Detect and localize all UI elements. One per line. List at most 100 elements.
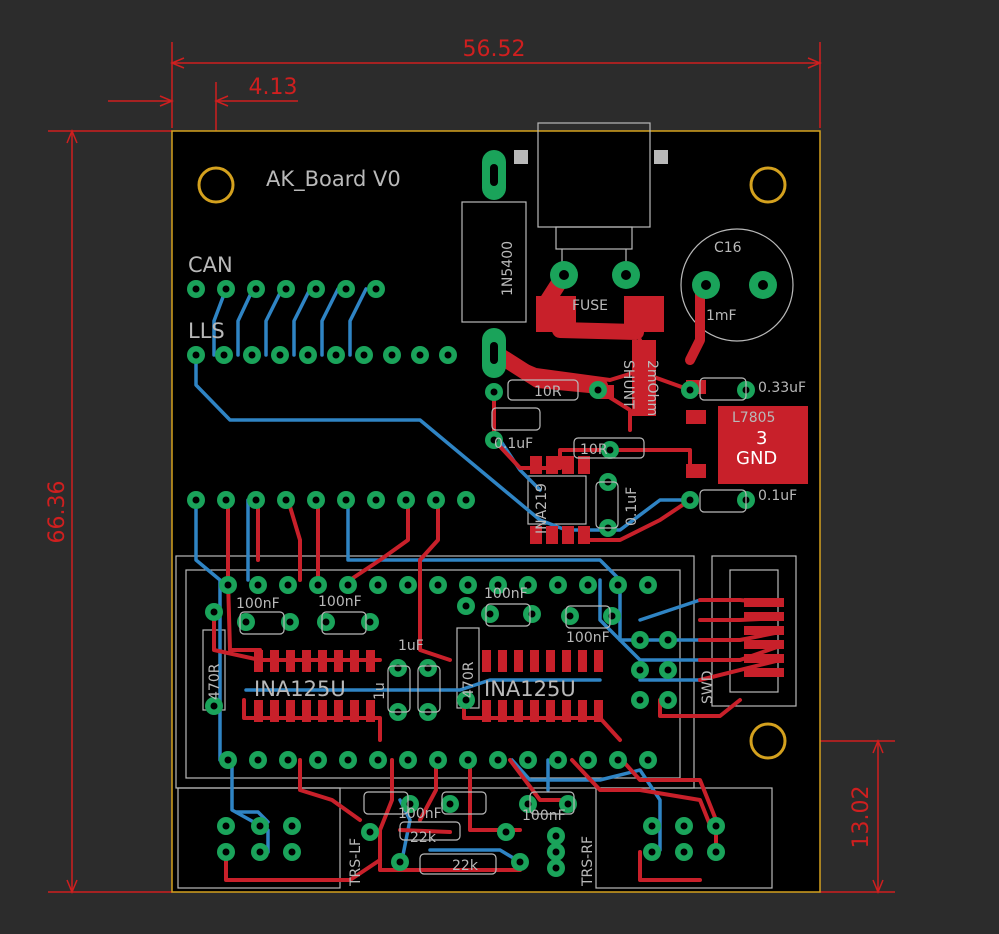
cap-033-label: 0.33uF (758, 380, 806, 396)
lls-header-label: LLS (188, 319, 225, 343)
mounting-hole-top-right (749, 166, 787, 204)
cap-01-right-label: 0.1uF (758, 488, 797, 504)
cap-100nf-label-3: 100nF (484, 586, 528, 602)
arduino-bottom-row-pad-6-drill (404, 756, 412, 764)
cap-100nf-label-4: 100nF (566, 630, 610, 646)
arduino-bottom-row-pad-12-drill (584, 756, 592, 764)
conn-left-pad-4-drill (256, 848, 264, 856)
component-pad-15-drill (286, 618, 294, 626)
component-pad-30-drill (564, 800, 572, 808)
component-pad-3-drill (606, 446, 614, 454)
component-pad-13-drill (462, 696, 470, 704)
header-2x3-pad-5-drill (664, 696, 672, 704)
cap-01-left-label: 0.1uF (494, 436, 533, 452)
shunt-value-label: 2mOhm (644, 360, 660, 416)
mid-header-pad-3-drill (282, 496, 290, 504)
arduino-top-row-pad-3-drill (314, 581, 322, 589)
component-pad-33-drill (502, 828, 510, 836)
lls-header-pad-1-drill (220, 351, 228, 359)
fuse-pad-right (624, 296, 664, 332)
conn-right-pad-0-drill (648, 822, 656, 830)
conn-right-pad-1-drill (680, 822, 688, 830)
mid-header-pad-8-drill (432, 496, 440, 504)
mounting-hole-bottom-right (749, 722, 787, 760)
dimension-layer (48, 42, 895, 894)
cap-100nf-label-6: 100nF (522, 808, 566, 824)
jumper-pad-1-drill (552, 848, 560, 856)
ina125-right-label: INA125U (484, 677, 576, 701)
component-pad-32-drill (516, 858, 524, 866)
can-header-pad-0-drill (192, 285, 200, 293)
arduino-bottom-row-pad-1-drill (254, 756, 262, 764)
l7805-tab (718, 406, 808, 484)
fuse-pad-left (536, 296, 576, 332)
arduino-bottom-row-pad-0-drill (224, 756, 232, 764)
arduino-bottom-row-pad-7-drill (434, 756, 442, 764)
arduino-top-row-pad-5-drill (374, 581, 382, 589)
mid-header-pad-2-drill (252, 496, 260, 504)
component-pad-4-drill (686, 386, 694, 394)
jumper-pad-2-drill (552, 864, 560, 872)
can-header-pad-6-drill (372, 285, 380, 293)
arduino-bottom-row-pad-11-drill (554, 756, 562, 764)
cap-01-vertical-label: 0.1uF (624, 487, 640, 526)
mid-header-pad-0-drill (192, 496, 200, 504)
ina125-left-label: INA125U (254, 677, 346, 701)
mid-header-pad-7-drill (402, 496, 410, 504)
conn-left-label: TRS-LF (348, 838, 364, 887)
header-2x3-pad-0-drill (636, 636, 644, 644)
mid-header-pad-1-drill (222, 496, 230, 504)
arduino-bottom-row-pad-8-drill (464, 756, 472, 764)
diode-label: 1N5400 (500, 241, 516, 296)
arduino-bottom-row-pad-2-drill (284, 756, 292, 764)
can-header-pad-2-drill (252, 285, 260, 293)
component-pad-16-drill (322, 618, 330, 626)
passive-outlines (239, 377, 747, 875)
lls-header-pad-3-drill (276, 351, 284, 359)
cap-100nf-label-5: 100nF (398, 806, 442, 822)
res-10r-top-label: 10R (534, 384, 562, 400)
conn-left-pad-1-drill (256, 822, 264, 830)
component-pad-1-drill (594, 386, 602, 394)
lls-header-pad-2-drill (248, 351, 256, 359)
shunt-ref-label: SHUNT (620, 360, 636, 409)
component-pad-6-drill (686, 496, 694, 504)
arduino-top-row-pad-13-drill (614, 581, 622, 589)
header-2x3-pad-2-drill (636, 666, 644, 674)
can-header-pad-4-drill (312, 285, 320, 293)
dimension-offset-label: 4.13 (249, 75, 298, 100)
header-2x3-pad-4-drill (636, 696, 644, 704)
cap-1uf-label: 1uF (398, 638, 424, 654)
mid-header-pad-5-drill (342, 496, 350, 504)
c16-value-label: 1mF (706, 308, 737, 324)
cap-100nf-label-2: 100nF (318, 594, 362, 610)
component-pad-20-drill (566, 612, 574, 620)
conn-right-pad-4-drill (680, 848, 688, 856)
can-header-pad-3-drill (282, 285, 290, 293)
arduino-top-row-pad-4-drill (344, 581, 352, 589)
component-pad-11-drill (210, 702, 218, 710)
cap-100nf-label-1: 100nF (236, 596, 280, 612)
conn-right-pad-2-drill (712, 822, 720, 830)
ina219-label: INA219 (534, 483, 550, 534)
arduino-top-row-pad-6-drill (404, 581, 412, 589)
arduino-bottom-row-pad-9-drill (494, 756, 502, 764)
header-2x3-pad-3-drill (664, 666, 672, 674)
mid-header-pad-9-drill (462, 496, 470, 504)
conn-right-pad-5-drill (712, 848, 720, 856)
conn-left-pad-5-drill (288, 848, 296, 856)
through-hole-pads (187, 280, 755, 877)
jumper-pad-0-drill (552, 832, 560, 840)
lls-header-pad-5-drill (332, 351, 340, 359)
arduino-top-row-pad-7-drill (434, 581, 442, 589)
ina125-pads (254, 598, 784, 722)
component-pad-12-drill (462, 602, 470, 610)
shunt-pad (632, 340, 656, 416)
mid-header-pad-4-drill (312, 496, 320, 504)
arduino-top-row-pad-0-drill (224, 581, 232, 589)
component-pad-18-drill (486, 610, 494, 618)
res-22k-label-1: 22k (410, 830, 437, 846)
component-pad-31-drill (396, 858, 404, 866)
arduino-top-row-pad-9-drill (494, 581, 502, 589)
